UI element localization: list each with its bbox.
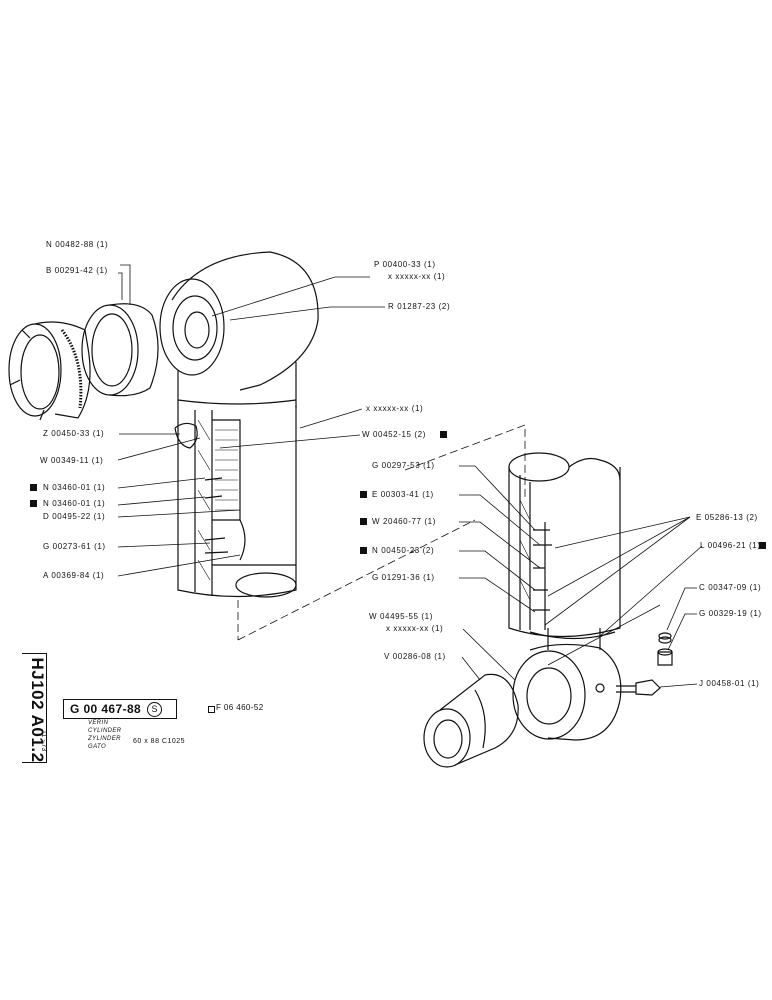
- reference-number: F 06 460-52: [216, 703, 264, 712]
- rod-eye-drawing: [512, 643, 622, 741]
- marker-e00303-41: [360, 491, 367, 498]
- callout-d00495-22: D 00495-22 (1): [43, 512, 106, 521]
- cylinder-head-drawing: [159, 251, 319, 408]
- leader-lines: [117, 264, 703, 688]
- callout-z00450-33: Z 00450-33 (1): [43, 429, 105, 438]
- dimensions-spec: 60 x 88 C1025: [133, 738, 186, 745]
- callout-g01291-36: G 01291-36 (1): [372, 573, 435, 582]
- marker-n03460-01-a: [30, 484, 37, 491]
- bushing-drawing: [423, 673, 519, 768]
- callout-w00452-15: W 00452-15 (2): [362, 430, 426, 439]
- callout-l00496-21: L 00496-21 (1): [700, 541, 761, 550]
- description-fr: VERIN: [88, 720, 109, 726]
- callout-b00291-42: B 00291-42 (1): [46, 266, 108, 275]
- callout-xxxxxx-upper: x xxxxx-xx (1): [388, 272, 446, 281]
- sleeve-ring-drawing: [81, 303, 159, 397]
- callout-xxxxxx-rod: x xxxxx-xx (1): [386, 624, 444, 633]
- part-number: G 00 467-88: [70, 702, 142, 716]
- description-es: GATO: [88, 744, 107, 750]
- grease-fitting-drawing: [616, 679, 661, 696]
- callout-w20460-77: W 20460-77 (1): [372, 517, 436, 526]
- callout-g00273-61: G 00273-61 (1): [43, 542, 106, 551]
- plug-drawing: [657, 632, 673, 666]
- callout-n00450-23: N 00450-23 (2): [372, 546, 435, 555]
- drawing-date: 11 - 73: [40, 730, 47, 752]
- part-number-box: G 00 467-88 S: [63, 699, 177, 719]
- callout-r01287-23: R 01287-23 (2): [388, 302, 451, 311]
- callout-j00458-01: J 00458-01 (1): [699, 679, 760, 688]
- barrel-drawing: [174, 405, 297, 598]
- revision-badge: S: [147, 702, 162, 717]
- threaded-nut-drawing: [8, 321, 91, 421]
- callout-w04495-55: W 04495-55 (1): [369, 612, 433, 621]
- callout-a00369-84: A 00369-84 (1): [43, 571, 105, 580]
- callout-c00347-09: C 00347-09 (1): [699, 583, 762, 592]
- callout-v00286-08: V 00286-08 (1): [384, 652, 446, 661]
- callout-n00482-88: N 00482-88 (1): [46, 240, 109, 249]
- marker-n03460-01-b: [30, 500, 37, 507]
- callout-n03460-01-b: N 03460-01 (1): [43, 499, 106, 508]
- marker-w20460-77: [360, 518, 367, 525]
- callout-g00329-19: G 00329-19 (1): [699, 609, 762, 618]
- reference-box-icon: [208, 706, 215, 713]
- drawing-code-box: HJ102 A01.2: [22, 653, 47, 763]
- marker-n00450-23: [360, 547, 367, 554]
- description-de: ZYLINDER: [88, 736, 121, 742]
- callout-g00297-53: G 00297-53 (1): [372, 461, 435, 470]
- callout-e05286-13: E 05286-13 (2): [696, 513, 758, 522]
- callout-p00400-33: P 00400-33 (1): [374, 260, 436, 269]
- description-en: CYLINDER: [88, 728, 122, 734]
- callout-xxxxxx-barrel: x xxxxx-xx (1): [366, 404, 424, 413]
- rod-assembly-drawing: [508, 452, 621, 650]
- marker-w00452-15: [440, 431, 447, 438]
- callout-e00303-41: E 00303-41 (1): [372, 490, 434, 499]
- marker-l00496-21: [759, 542, 766, 549]
- callout-n03460-01-a: N 03460-01 (1): [43, 483, 106, 492]
- callout-w00349-11: W 00349-11 (1): [40, 456, 104, 465]
